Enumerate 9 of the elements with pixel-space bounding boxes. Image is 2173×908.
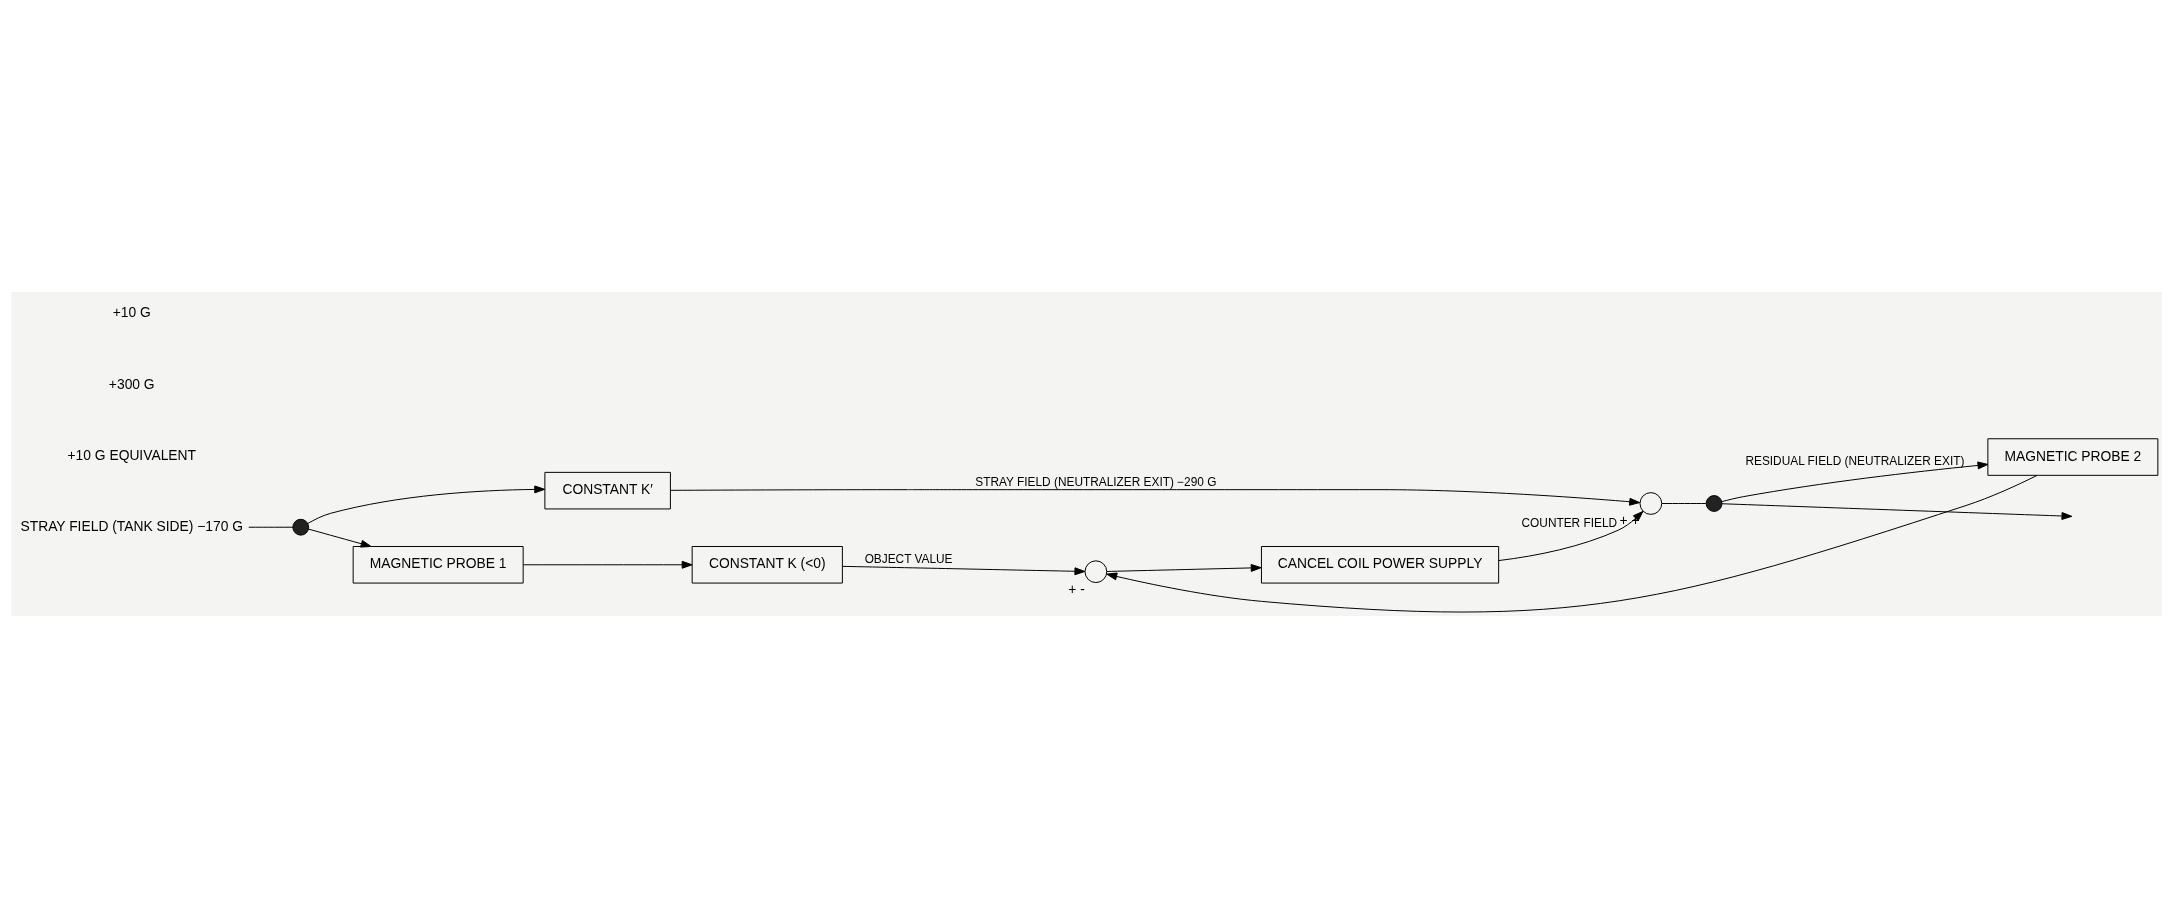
node-text: STRAY FIELD (TANK SIDE) −170 G: [20, 517, 243, 534]
edge-label: COUNTER FIELD: [1521, 515, 1618, 530]
label: +10 G EQUIVALENT: [67, 446, 196, 463]
label: +10 G: [112, 304, 151, 321]
edge-label: RESIDUAL FIELD (NEUTRALIZER EXIT): [1745, 453, 1965, 468]
edge-label: OBJECT VALUE: [864, 552, 953, 567]
node-label: + -: [1068, 580, 1085, 597]
edge-label: STRAY FIELD (NEUTRALIZER EXIT) −290 G: [975, 475, 1217, 490]
label: +300 G: [108, 375, 155, 392]
